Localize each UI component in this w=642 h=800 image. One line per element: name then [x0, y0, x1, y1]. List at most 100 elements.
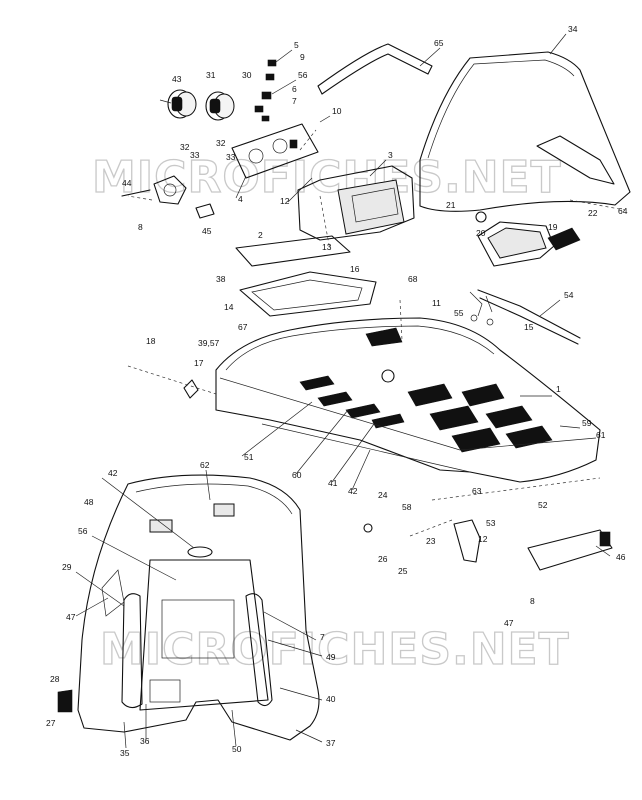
- fastener-27: [57, 689, 73, 713]
- label-51: 51: [244, 452, 254, 462]
- label-56b: 56: [78, 526, 88, 536]
- label-26: 26: [378, 554, 388, 564]
- bracket-23: [453, 519, 481, 563]
- label-5: 5: [294, 40, 299, 50]
- windshield: [419, 51, 631, 212]
- grommet-26: [363, 523, 373, 533]
- label-36: 36: [140, 736, 150, 746]
- label-15: 15: [524, 322, 534, 332]
- label-34: 34: [568, 24, 578, 34]
- label-12b: 12: [478, 534, 488, 544]
- label-6: 6: [292, 84, 297, 94]
- label-3: 3: [388, 150, 393, 160]
- label-43: 43: [172, 74, 182, 84]
- grommet-45: [195, 203, 215, 219]
- gauge-panel: [231, 123, 319, 179]
- label-33a: 33: [190, 150, 200, 160]
- callouts: 65 34 5 9 56 43 31 30 6 7 10 3 32 33 32 …: [46, 24, 628, 758]
- label-41: 41: [328, 478, 338, 488]
- lower-hood: [77, 474, 320, 741]
- label-50: 50: [232, 744, 242, 754]
- label-52: 52: [538, 500, 548, 510]
- label-9: 9: [300, 52, 305, 62]
- label-47b: 47: [504, 618, 514, 628]
- label-40: 40: [326, 694, 336, 704]
- label-32b: 32: [216, 138, 226, 148]
- label-21: 21: [446, 200, 456, 210]
- label-14: 14: [224, 302, 234, 312]
- label-48: 48: [84, 497, 94, 507]
- label-2: 2: [258, 230, 263, 240]
- key-switch: [121, 175, 187, 205]
- label-58: 58: [402, 502, 412, 512]
- label-63: 63: [472, 486, 482, 496]
- label-42a: 42: [348, 486, 358, 496]
- label-42b: 42: [108, 468, 118, 478]
- label-4: 4: [238, 194, 243, 204]
- label-46: 46: [616, 552, 626, 562]
- label-24: 24: [378, 490, 388, 500]
- label-30: 30: [242, 70, 252, 80]
- bracket-46: [527, 529, 613, 571]
- assembly-lines: [127, 129, 601, 537]
- label-23: 23: [426, 536, 436, 546]
- label-68: 68: [408, 274, 418, 284]
- switch-stack: [254, 59, 277, 122]
- label-37: 37: [326, 738, 336, 748]
- label-29: 29: [62, 562, 72, 572]
- label-35: 35: [120, 748, 130, 758]
- label-27: 27: [46, 718, 56, 728]
- label-12a: 12: [280, 196, 290, 206]
- label-44: 44: [122, 178, 132, 188]
- label-64: 64: [618, 206, 628, 216]
- leader-lines: [75, 33, 611, 749]
- label-22: 22: [588, 208, 598, 218]
- clip-17: [183, 379, 199, 399]
- label-28: 28: [50, 674, 60, 684]
- label-60: 60: [292, 470, 302, 480]
- label-10: 10: [332, 106, 342, 116]
- label-55: 55: [454, 308, 464, 318]
- watermark-bottom: MICROFICHES.NET: [100, 624, 570, 675]
- label-53: 53: [486, 518, 496, 528]
- label-31: 31: [206, 70, 216, 80]
- gauge-left: [167, 89, 197, 119]
- windshield-trim: [317, 43, 433, 95]
- label-25: 25: [398, 566, 408, 576]
- label-61: 61: [596, 430, 606, 440]
- plate-14: [239, 271, 377, 317]
- watermark-top: MICROFICHES.NET: [92, 152, 562, 203]
- label-8a: 8: [138, 222, 143, 232]
- label-62: 62: [200, 460, 210, 470]
- label-1: 1: [556, 384, 561, 394]
- label-67: 67: [238, 322, 248, 332]
- wire-harness: [469, 289, 581, 345]
- label-32a: 32: [180, 142, 190, 152]
- label-59: 59: [582, 418, 592, 428]
- label-16: 16: [350, 264, 360, 274]
- label-8b: 8: [530, 596, 535, 606]
- label-47a: 47: [66, 612, 76, 622]
- gauge-right: [205, 91, 235, 121]
- label-38: 38: [216, 274, 226, 284]
- label-33b: 33: [226, 152, 236, 162]
- label-20: 20: [476, 228, 486, 238]
- plate-38: [235, 235, 351, 267]
- label-11: 11: [432, 298, 441, 308]
- label-56a: 56: [298, 70, 308, 80]
- label-49: 49: [326, 652, 336, 662]
- headlight-assembly: [475, 211, 581, 267]
- label-65: 65: [434, 38, 444, 48]
- console-housing: [297, 165, 415, 241]
- label-54: 54: [564, 290, 574, 300]
- upper-hood: [215, 317, 601, 483]
- label-7b: 7: [320, 632, 325, 642]
- label-13: 13: [322, 242, 332, 252]
- label-17: 17: [194, 358, 204, 368]
- label-19: 19: [548, 222, 558, 232]
- label-39-57: 39,57: [198, 338, 220, 348]
- label-45: 45: [202, 226, 212, 236]
- gauge-screw: [159, 99, 172, 104]
